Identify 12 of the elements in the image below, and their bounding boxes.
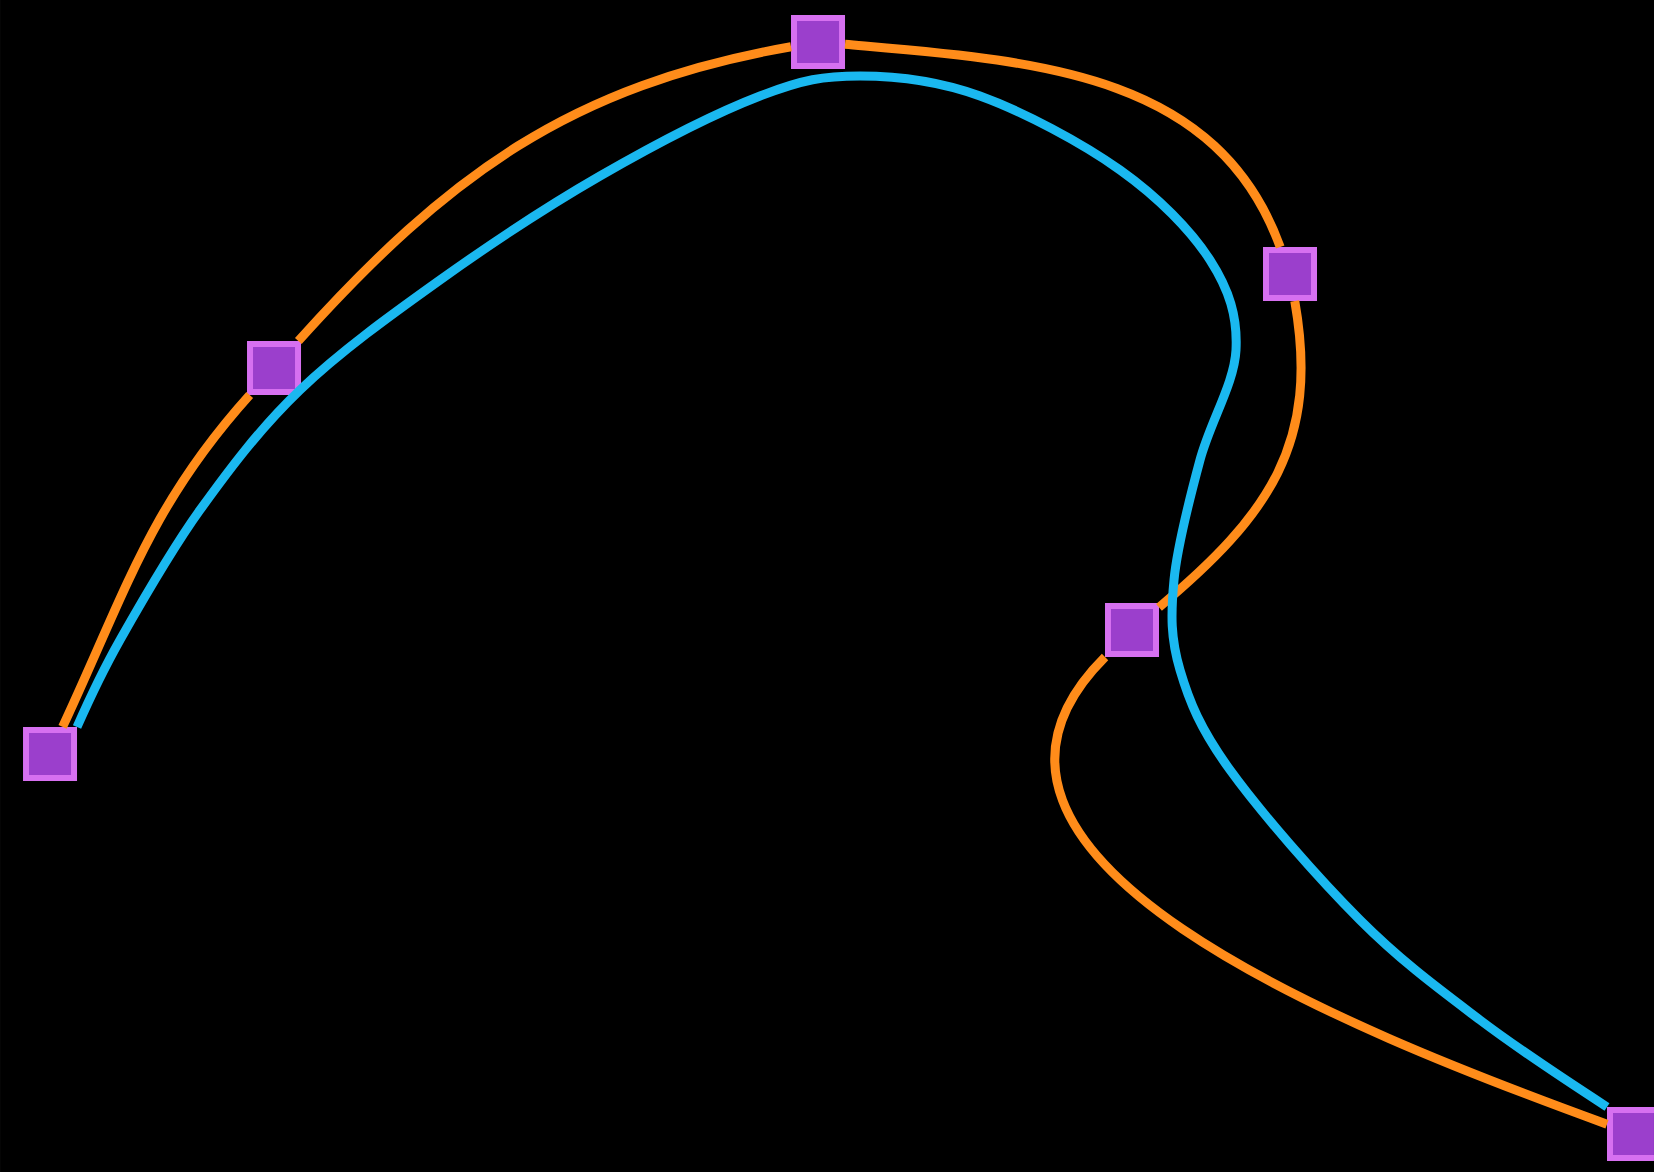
curve bbox=[295, 42, 792, 345]
control-point bbox=[1105, 603, 1159, 657]
curve bbox=[72, 71, 1610, 1111]
control-point bbox=[1607, 1106, 1654, 1161]
control-point bbox=[791, 15, 845, 69]
control-point bbox=[23, 726, 77, 781]
curve bbox=[1156, 300, 1306, 611]
control-point bbox=[247, 341, 301, 395]
curve bbox=[58, 392, 254, 729]
control-point bbox=[1263, 247, 1317, 301]
curve bbox=[1050, 654, 1609, 1129]
curve bbox=[844, 39, 1285, 249]
